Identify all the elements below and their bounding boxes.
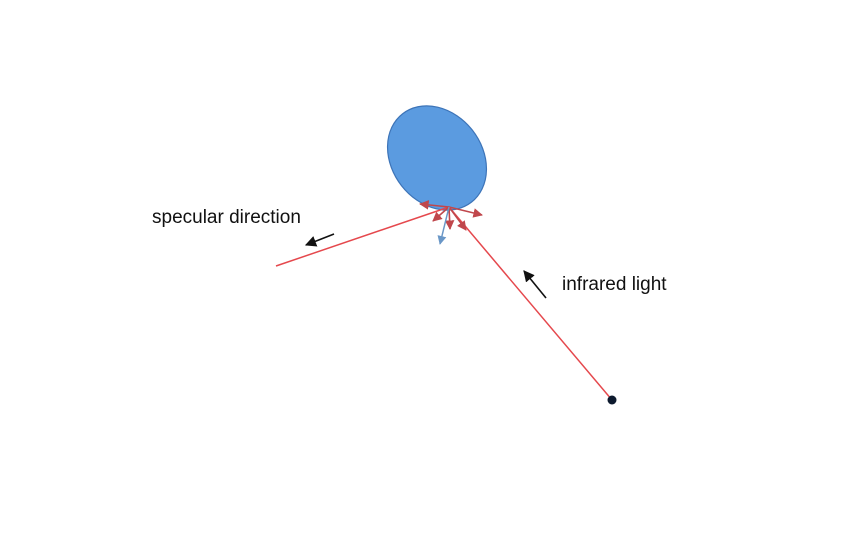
scatter-arrow-left <box>419 200 450 210</box>
specular-direction-label: specular direction <box>152 207 301 228</box>
specular-direction-arrow-icon <box>304 233 335 247</box>
scatter-arrows <box>419 200 483 231</box>
scatter-arrow-lower-left <box>432 206 450 222</box>
transmitted-arrow <box>437 206 450 245</box>
scatter-arrow-lower-right <box>448 206 467 231</box>
scatter-arrow-right <box>448 206 483 218</box>
particle-ellipse <box>386 105 488 211</box>
specular-ray <box>275 206 450 267</box>
incident-ray <box>448 206 613 401</box>
source-point <box>607 395 617 405</box>
scatter-arrow-down <box>444 206 455 230</box>
infrared-direction-arrow-icon <box>523 270 547 299</box>
infrared-light-label: infrared light <box>562 274 667 295</box>
